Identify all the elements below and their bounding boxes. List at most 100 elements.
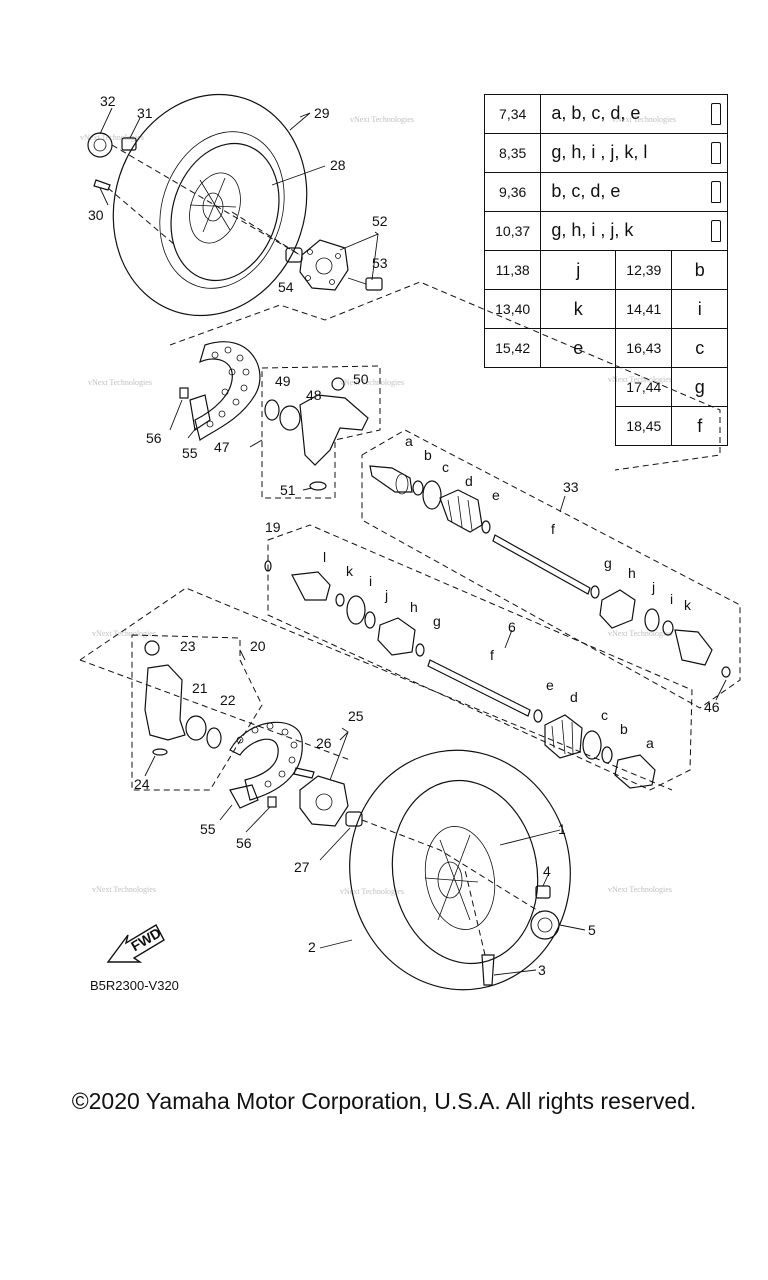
rim-28 xyxy=(170,142,280,282)
seal-51 xyxy=(309,481,327,491)
legend-code: g xyxy=(671,367,728,407)
alignment-line xyxy=(231,211,301,256)
alignment-line xyxy=(111,144,301,256)
clip-46 xyxy=(721,666,731,678)
rim-center xyxy=(202,192,224,222)
ring-j xyxy=(364,611,376,629)
callout-26: 26 xyxy=(316,735,332,751)
legend-ref: 11,38 xyxy=(483,250,542,290)
bracket-55 xyxy=(189,394,211,432)
label-j: j xyxy=(651,579,655,595)
callout-47: 47 xyxy=(214,439,230,455)
ring-e xyxy=(481,520,491,534)
legend-code: k xyxy=(540,289,617,329)
clamp-j xyxy=(644,608,660,632)
lower-knuckle-assembly xyxy=(131,634,303,833)
legend-code: j xyxy=(540,250,617,290)
bolt-56 xyxy=(179,387,189,399)
alignment-line xyxy=(361,819,541,913)
rim-hub xyxy=(189,172,241,244)
legend-row: 8,35 g, h, i , j, k, l xyxy=(483,133,728,173)
cv-joint-a xyxy=(614,754,656,789)
ring-g xyxy=(415,643,425,657)
clamp-i xyxy=(346,595,366,625)
nut-27 xyxy=(345,811,363,827)
tire-29 xyxy=(112,93,308,317)
legend-code: c xyxy=(671,328,728,368)
hub-52 xyxy=(299,239,349,291)
legend-table: 7,34 a, b, c, d, e 8,35 g, h, i , j, k, … xyxy=(483,94,728,446)
legend-ref: 10,37 xyxy=(483,211,542,251)
alignment-line xyxy=(464,869,486,956)
legend-codes-text: g, h, i , j, k, l xyxy=(551,142,648,162)
callout-31: 31 xyxy=(137,105,153,121)
cv-joint-a xyxy=(369,465,413,493)
nut-54 xyxy=(285,247,303,263)
legend-codes: g, h, i , j, k xyxy=(540,211,728,251)
legend-single-row: 17,44 g xyxy=(485,367,728,407)
letter-labels: a b c d e f g h j i k l k i j h g f e d … xyxy=(323,433,692,751)
legend-ref: 12,39 xyxy=(615,250,673,290)
grease-tube-icon xyxy=(711,220,721,242)
ring-b xyxy=(412,480,424,496)
label-g: g xyxy=(433,613,441,629)
label-b: b xyxy=(424,447,432,463)
callout-48: 48 xyxy=(306,387,322,403)
legend-codes: b, c, d, e xyxy=(540,172,728,212)
label-a: a xyxy=(646,735,654,751)
callout-33: 33 xyxy=(563,479,579,495)
upper-drive-shaft-33 xyxy=(361,429,741,709)
brake-disc xyxy=(229,721,303,801)
valve-3 xyxy=(481,954,495,986)
callout-5: 5 xyxy=(588,922,596,938)
cap-5 xyxy=(530,910,560,940)
copyright-notice: ©2020 Yamaha Motor Corporation, U.S.A. A… xyxy=(71,1088,697,1114)
callout-23: 23 xyxy=(180,638,196,654)
legend-single-row: 18,45 f xyxy=(485,406,728,446)
legend-ref: 17,44 xyxy=(615,367,673,407)
legend-pair-row: 15,42 e 16,43 c xyxy=(483,328,728,368)
grease-tube-icon xyxy=(711,103,721,125)
circlip-49 xyxy=(264,399,280,421)
legend-ref: 7,34 xyxy=(483,94,542,134)
callout-24: 24 xyxy=(134,776,150,792)
legend-row: 7,34 a, b, c, d, e xyxy=(483,94,728,134)
kit-contents-legend: 7,34 a, b, c, d, e 8,35 g, h, i , j, k, … xyxy=(483,94,728,446)
knuckle xyxy=(299,394,369,466)
legend-spacer xyxy=(485,368,616,407)
grease-tube-icon xyxy=(711,181,721,203)
callout-53: 53 xyxy=(372,255,388,271)
rim-hub xyxy=(424,826,496,930)
legend-ref: 14,41 xyxy=(615,289,673,329)
legend-ref: 13,40 xyxy=(483,289,542,329)
rim-1 xyxy=(391,779,539,965)
rim-center xyxy=(437,861,463,899)
upper-wheel-assembly xyxy=(87,93,383,317)
ring-k xyxy=(335,593,345,607)
label-h: h xyxy=(410,599,418,615)
label-e: e xyxy=(492,487,500,503)
label-b: b xyxy=(620,721,628,737)
ring-b xyxy=(601,746,613,764)
rim-spokes xyxy=(189,177,237,233)
hub-center xyxy=(315,257,333,275)
callout-50: 50 xyxy=(353,371,369,387)
cv-joint-k xyxy=(674,629,713,666)
callout-46: 46 xyxy=(704,699,720,715)
legend-codes: a, b, c, d, e xyxy=(540,94,728,134)
ball-joint-50 xyxy=(331,377,345,391)
legend-code: i xyxy=(671,289,728,329)
label-c: c xyxy=(442,459,449,475)
fwd-arrow-icon: FWD xyxy=(106,924,165,963)
rim-spokes xyxy=(424,834,479,921)
valve-30 xyxy=(93,179,111,191)
shaft-33-boundary xyxy=(361,429,741,709)
knuckle-box-20 xyxy=(131,634,263,791)
legend-ref: 15,42 xyxy=(483,328,542,368)
boot-h xyxy=(377,617,416,656)
watermark: vNext Technologies xyxy=(350,115,414,124)
label-i: i xyxy=(670,591,673,607)
seal-24 xyxy=(152,748,168,756)
legend-ref: 9,36 xyxy=(483,172,542,212)
callout-29: 29 xyxy=(314,105,330,121)
